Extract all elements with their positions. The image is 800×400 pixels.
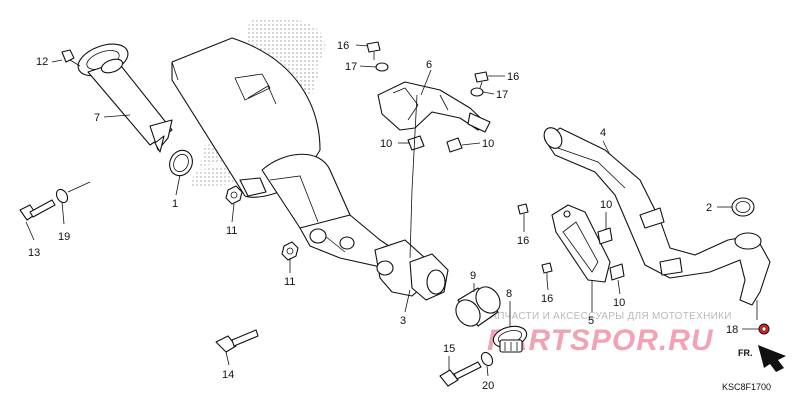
part-17-washer-upper-left	[375, 62, 389, 72]
part-5-heat-guard	[551, 204, 611, 283]
part-6-heat-shield	[377, 81, 491, 133]
muffler-assembly	[171, 37, 449, 301]
callout-5: 5	[588, 315, 594, 327]
callout-9: 9	[470, 270, 476, 282]
callout-10-b: 10	[482, 138, 494, 150]
callout-19: 19	[58, 231, 70, 243]
callout-10-d: 10	[613, 297, 625, 309]
part-16-bolt-upper-left	[366, 41, 381, 60]
part-10-clip-c	[597, 227, 613, 245]
callout-labels: 12 7 1 13 19 11 11 16 17 6 16 17 10 10 4…	[28, 40, 738, 392]
callout-11-upper: 11	[226, 225, 237, 237]
part-18-nut	[758, 323, 770, 335]
part-12-bolt	[61, 49, 81, 67]
part-9-collar	[455, 286, 501, 327]
callout-16-upper-left: 16	[337, 40, 349, 52]
part-16-bolt-low	[541, 262, 553, 280]
callout-2: 2	[706, 202, 712, 214]
front-arrow-icon	[758, 345, 786, 372]
callout-6: 6	[426, 59, 432, 71]
callout-1: 1	[172, 198, 178, 210]
front-direction-indicator: FR.	[738, 345, 786, 372]
callout-8: 8	[506, 288, 512, 300]
part-10-clip-a	[407, 135, 425, 151]
callout-7: 7	[94, 112, 100, 124]
part-15-bolt	[439, 361, 482, 387]
part-11-nut-upper	[225, 185, 243, 205]
callout-13: 13	[28, 247, 40, 259]
callout-20: 20	[482, 380, 494, 392]
part-11-nut-lower	[281, 241, 299, 261]
diagram-code: KSC8F1700	[722, 382, 771, 392]
part-20-washer	[480, 351, 494, 367]
part-8-clamp	[492, 325, 528, 353]
callout-16-low: 16	[541, 293, 553, 305]
leader-lines	[25, 44, 759, 377]
watermark-line: ЗАПЧАСТИ И АКСЕССУАРЫ ДЛЯ МОТОТЕХНИКИ	[484, 311, 732, 322]
callout-3: 3	[400, 315, 406, 327]
callout-10-a: 10	[380, 138, 392, 150]
part-16-bolt-mid	[517, 203, 529, 224]
part-17-washer-upper-right	[470, 87, 484, 97]
callout-10-c: 10	[600, 199, 612, 211]
callout-16-mid: 16	[517, 235, 529, 247]
callout-16-upper-right: 16	[507, 71, 519, 83]
callout-14: 14	[222, 369, 234, 381]
part-7-tail-pipe	[77, 43, 173, 153]
part-10-clip-d	[609, 263, 625, 281]
callout-15: 15	[443, 343, 455, 355]
part-19-washer	[55, 181, 91, 204]
front-label: FR.	[738, 348, 753, 358]
callout-18: 18	[726, 324, 738, 336]
part-16-bolt-upper-right	[474, 71, 489, 89]
part-13-bolt	[19, 199, 56, 221]
part-1-gasket	[169, 149, 193, 177]
callout-17-upper-right: 17	[496, 89, 508, 101]
part-2-gasket	[731, 197, 755, 217]
part-14-bolt	[215, 329, 259, 353]
part-10-clip-b	[446, 137, 463, 153]
callout-11-lower: 11	[284, 276, 295, 288]
part-4-header-pipe	[543, 127, 771, 306]
callout-4: 4	[600, 127, 606, 139]
callout-12: 12	[36, 56, 48, 68]
callout-17-upper-left: 17	[345, 61, 357, 73]
